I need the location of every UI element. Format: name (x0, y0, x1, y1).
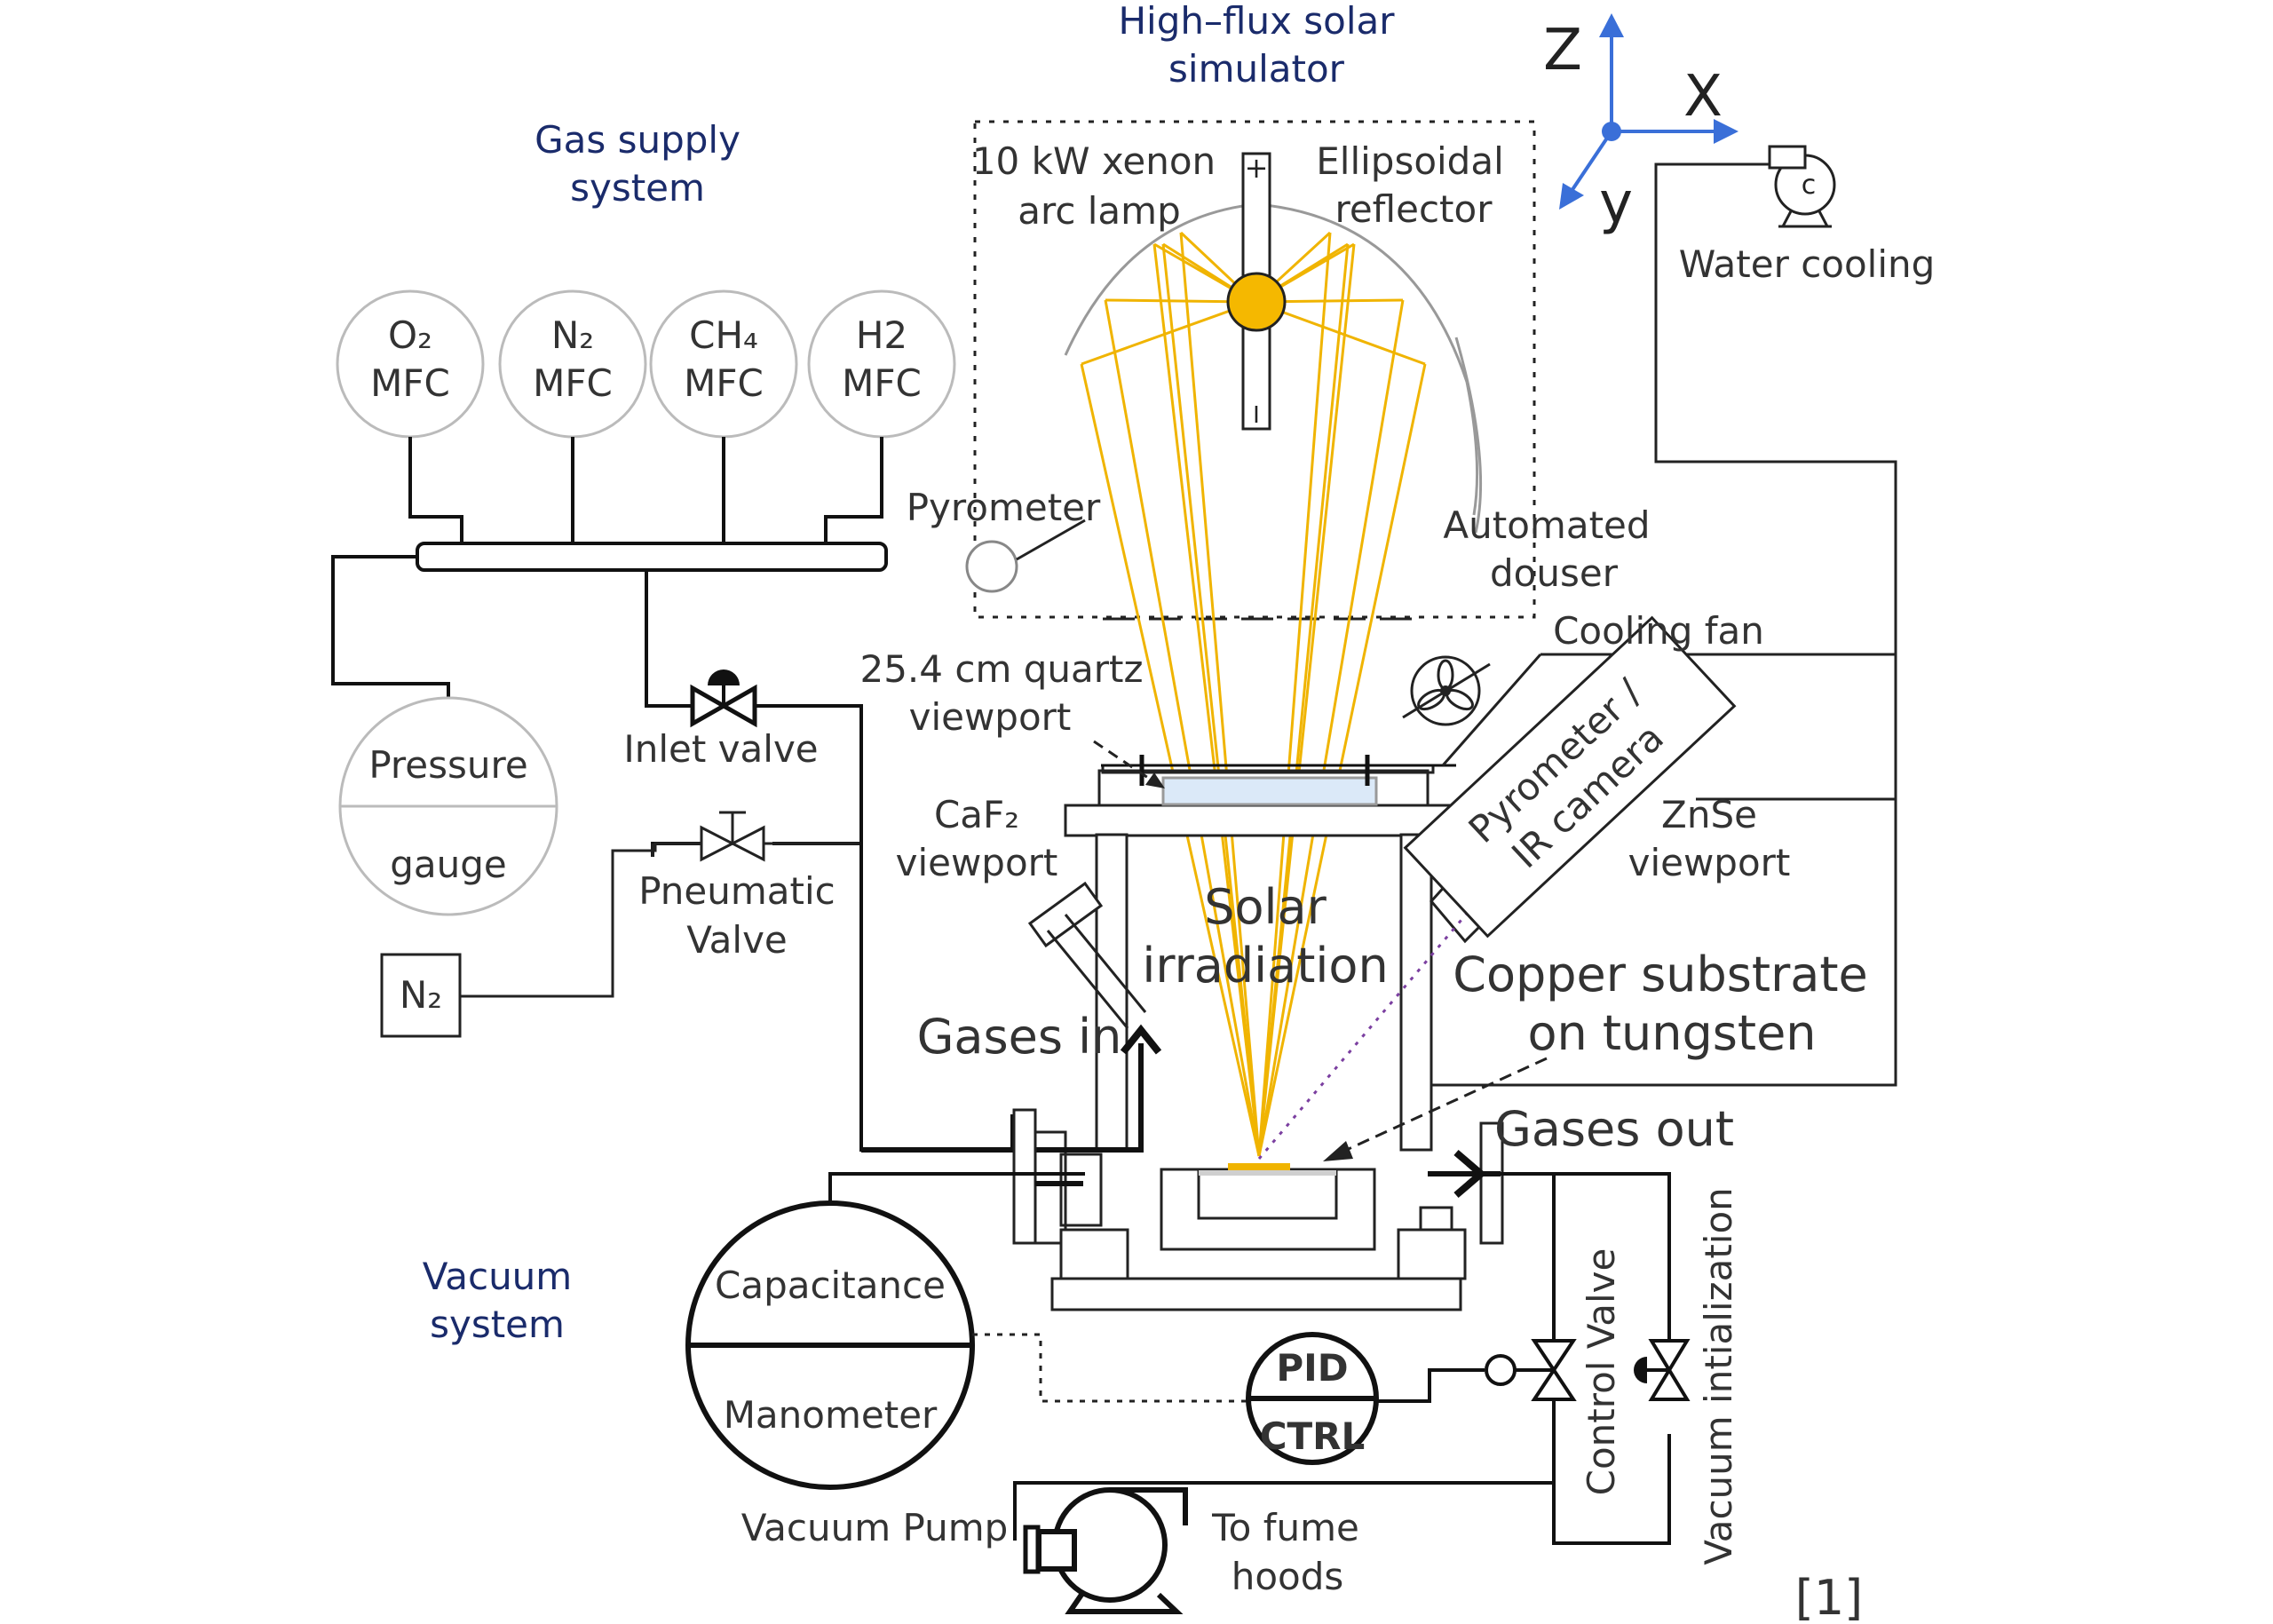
quartz-arrow (1093, 740, 1157, 785)
gas-supply-heading-2: system (570, 166, 705, 210)
mfc-n2-unit: MFC (533, 361, 613, 405)
pyrometer-beam (1257, 896, 1483, 1160)
pid-controller (1246, 1332, 1379, 1465)
pyrometer-sensor (965, 540, 1018, 593)
n2-bottle (380, 953, 462, 1038)
gauge-label: gauge (390, 843, 507, 886)
solar-rays (1080, 231, 1427, 1157)
mfc-o2-gas: O₂ (388, 313, 432, 357)
gases-out-label: Gases out (1494, 1101, 1734, 1157)
pressure-signal (972, 1333, 1250, 1403)
solar-simulator-enclosure (973, 120, 1536, 619)
inlet-flange (1012, 1108, 1037, 1245)
quartz-label-2: viewport (909, 695, 1072, 739)
lamp-plus-mark: + (1245, 151, 1269, 185)
exhaust-line (1501, 1172, 1671, 1381)
fume-hoods-label: To fume (1211, 1506, 1359, 1549)
water-cooling-label: Water cooling (1679, 242, 1936, 286)
solar-irradiation-label: Solar (1204, 879, 1327, 935)
mfc-ch4-gas: CH₄ (689, 313, 758, 357)
pneumatic-label-2: Valve (686, 918, 788, 962)
mfc-h2-gas: H2 (856, 313, 907, 357)
x-axis-label: X (1683, 64, 1723, 130)
douser-label: Automated (1443, 503, 1650, 547)
water-cooling-pump-icon: c (1768, 145, 1836, 228)
douser-label-2: douser (1490, 551, 1619, 595)
solar-irradiation-label-2: irradiation (1142, 938, 1388, 994)
copper-label-2: on tungsten (1527, 1005, 1816, 1061)
caf2-label-2: viewport (896, 841, 1058, 884)
pid-label: PID (1276, 1346, 1348, 1390)
gas-supply-heading: Gas supply (535, 118, 741, 162)
copper-arrowhead (1323, 1141, 1353, 1161)
capacitance-label: Capacitance (715, 1264, 946, 1307)
vacuum-pump-label: Vacuum Pump (741, 1506, 1009, 1549)
mfc-n2-gas: N₂ (551, 313, 594, 357)
mfc-h2-unit: MFC (842, 361, 922, 405)
gases-out-arrowhead (1453, 1149, 1487, 1199)
gases-in-arrowhead (1120, 1024, 1162, 1055)
caf2-label: CaF₂ (934, 793, 1019, 836)
n2-bottle-label: N₂ (400, 973, 442, 1017)
vacuum-init-label: Vacuum intialization (1697, 1187, 1740, 1565)
manometer-label: Manometer (724, 1393, 938, 1437)
pneumatic-label: Pneumatic (638, 869, 836, 913)
ellipsoidal-reflector (1064, 202, 1479, 516)
coordinate-axes: Z X y (1543, 13, 1738, 236)
cooling-fan-icon (1402, 655, 1491, 726)
fume-hoods-label-2: hoods (1232, 1555, 1344, 1598)
znse-label: ZnSe (1661, 793, 1757, 836)
y-axis-label: y (1599, 170, 1633, 236)
pyrometer-label: Pyrometer (907, 486, 1101, 529)
pump-c-mark: c (1802, 170, 1817, 201)
vacuum-init-valve-icon[interactable] (1634, 1339, 1691, 1401)
lamp-minus-mark: I (1253, 402, 1260, 429)
gases-in-arrow (861, 1043, 1144, 1153)
lamp-label-2: arc lamp (1018, 189, 1181, 233)
tungsten-plate (1199, 1170, 1336, 1176)
pyrometer-leader (1016, 519, 1086, 561)
vacuum-system-heading-2: system (430, 1303, 565, 1346)
znse-label-2: viewport (1628, 841, 1791, 884)
ctrl-label: CTRL (1260, 1414, 1366, 1458)
reflector-arc-outer (1454, 337, 1483, 534)
z-axis-label: Z (1543, 18, 1582, 83)
mfc-group: O₂ MFC N₂ MFC CH₄ MFC H2 MFC (336, 289, 956, 439)
quartz-arrowhead (1145, 772, 1165, 788)
inlet-valve-icon[interactable] (690, 669, 757, 728)
xenon-arc-lamp: + I (1226, 151, 1287, 431)
reflector-label-2: reflector (1334, 187, 1493, 231)
capacitance-manometer (685, 1200, 975, 1490)
mfc-o2-unit: MFC (370, 361, 450, 405)
vacuum-system-heading: Vacuum (423, 1255, 572, 1298)
control-valve-icon[interactable] (1485, 1339, 1577, 1401)
solar-simulator-heading-2: simulator (1168, 47, 1345, 91)
pressure-gauge (338, 696, 558, 916)
mfc-ch4-unit: MFC (684, 361, 764, 405)
pneumatic-valve-icon[interactable] (651, 811, 765, 862)
lamp-label: 10 kW xenon (972, 139, 1216, 183)
reference-label: [1] (1795, 1570, 1864, 1624)
copper-label: Copper substrate (1453, 947, 1868, 1002)
solar-simulator-heading: High–flux solar (1118, 0, 1395, 43)
manometer-line (828, 1172, 1085, 1203)
fan-leader (1441, 654, 1542, 766)
pump-line (1013, 1481, 1554, 1541)
n2-line (460, 842, 701, 998)
pressure-label: Pressure (368, 743, 527, 787)
reflector-label: Ellipsoidal (1316, 139, 1504, 183)
quartz-label: 25.4 cm quartz (859, 647, 1143, 691)
cooling-fan-label: Cooling fan (1553, 609, 1764, 653)
control-valve-label: Control Valve (1580, 1248, 1623, 1496)
gases-in-label: Gases in (917, 1009, 1122, 1065)
vacuum-pump-icon (1023, 1487, 1188, 1614)
inlet-valve-label: Inlet valve (623, 727, 818, 771)
copper-substrate (1228, 1163, 1290, 1170)
pid-output (1376, 1368, 1485, 1403)
